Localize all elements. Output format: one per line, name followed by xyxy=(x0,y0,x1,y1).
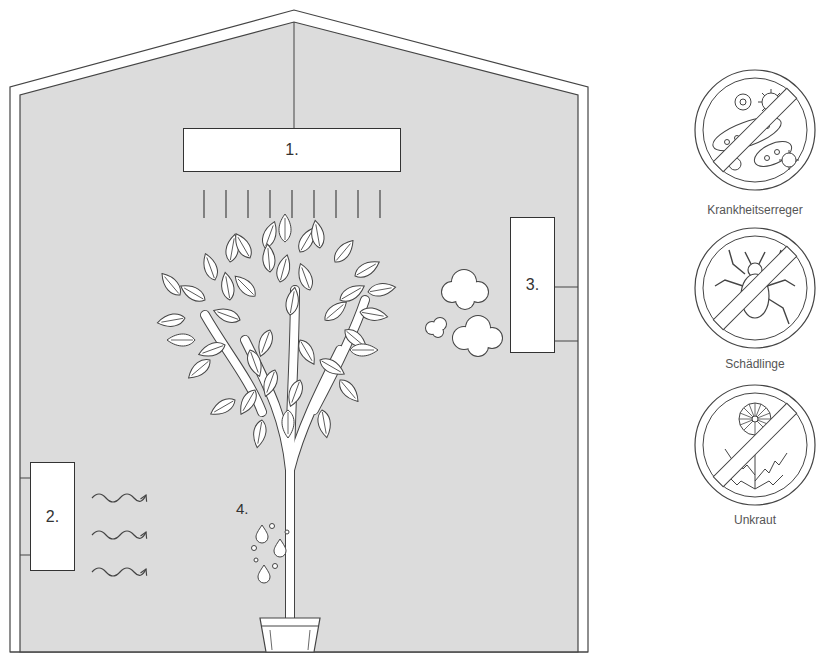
icon-caption: Schädlinge xyxy=(725,357,784,371)
light-rays xyxy=(204,190,380,218)
no-pests-icon xyxy=(695,228,815,348)
greenhouse-outer xyxy=(10,10,588,652)
no-pathogens-icon xyxy=(695,70,815,190)
plant xyxy=(156,214,396,652)
callout-number: 4. xyxy=(236,500,249,517)
numbered-box: 3. xyxy=(510,217,555,353)
heat-arrows xyxy=(92,494,146,576)
box-mounts xyxy=(20,22,578,555)
greenhouse-inner xyxy=(20,22,578,652)
icon-caption: Unkraut xyxy=(734,513,776,527)
callout-number: 1. xyxy=(285,141,298,159)
icon-caption: Krankheitserreger xyxy=(707,203,802,217)
numbered-box: 1. xyxy=(183,128,401,172)
callout-number: 2. xyxy=(46,508,59,526)
vapour-clouds xyxy=(426,270,502,356)
water-drops xyxy=(252,524,290,584)
no-weeds-icon xyxy=(695,385,815,505)
callout-number: 3. xyxy=(526,276,539,294)
numbered-box: 2. xyxy=(30,462,75,571)
